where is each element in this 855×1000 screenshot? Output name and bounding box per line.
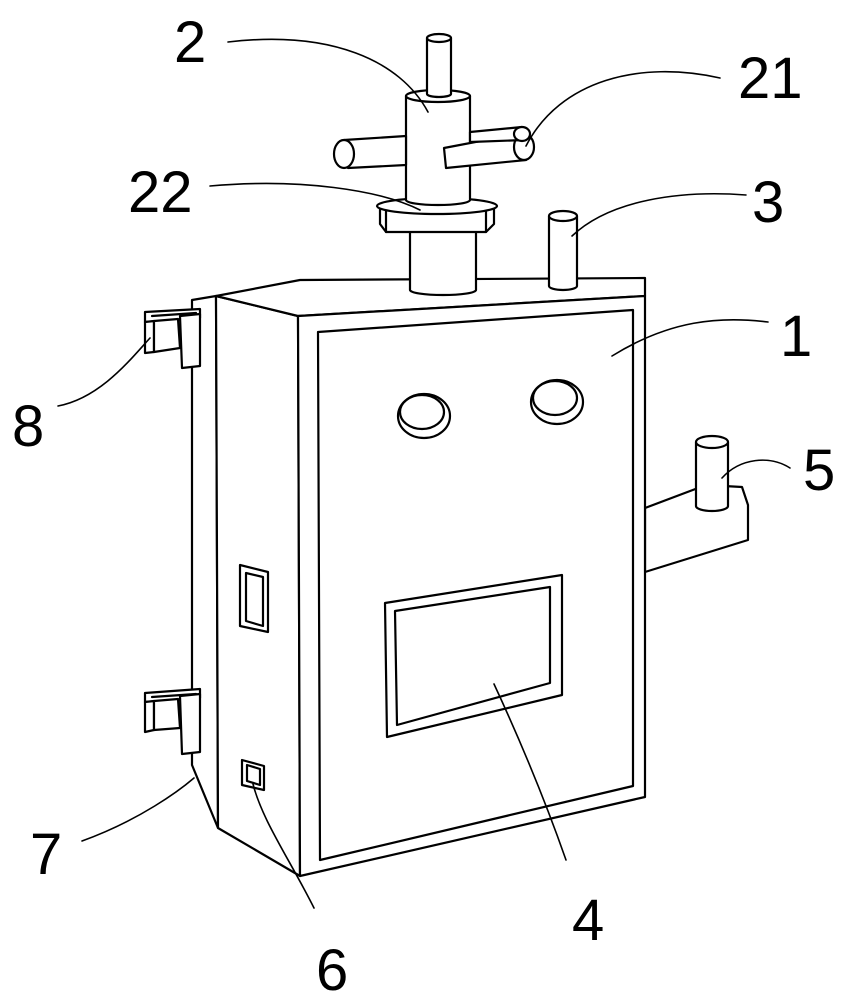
label-7: 7 — [30, 822, 62, 887]
label-3: 3 — [752, 170, 784, 235]
label-8: 8 — [12, 394, 44, 459]
valve-assembly — [332, 32, 536, 297]
upper-mounting-bracket — [143, 307, 202, 370]
label-1: 1 — [780, 304, 812, 369]
lower-side-window — [240, 758, 266, 792]
label-4: 4 — [572, 888, 604, 953]
reference-labels: 2 21 22 3 1 5 8 7 4 6 — [12, 10, 835, 1000]
display-window — [383, 573, 564, 739]
label-5: 5 — [803, 438, 835, 503]
right-knob — [529, 378, 585, 426]
control-box — [214, 276, 647, 878]
top-inlet-pipe — [547, 209, 579, 292]
upper-side-window — [238, 563, 270, 634]
lower-mounting-bracket — [143, 687, 202, 756]
label-2: 2 — [174, 10, 206, 75]
label-22: 22 — [128, 160, 193, 225]
leader-lines — [57, 38, 791, 909]
left-knob — [396, 392, 452, 440]
label-21: 21 — [738, 46, 803, 111]
label-6: 6 — [316, 938, 348, 1000]
side-vertical-pipe — [694, 434, 730, 513]
